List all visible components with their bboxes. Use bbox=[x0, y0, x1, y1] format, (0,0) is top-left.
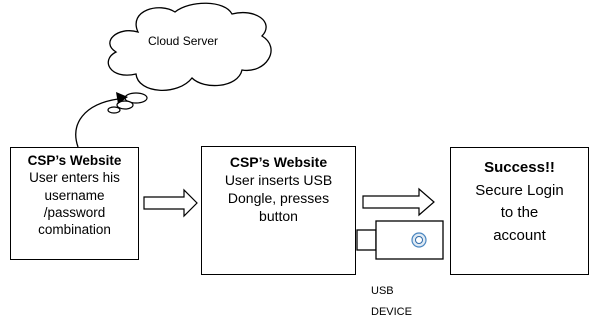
step-title: Success!! bbox=[484, 159, 555, 176]
step-text-line: to the bbox=[500, 204, 539, 221]
step-text-line: /password bbox=[43, 204, 106, 220]
step-text-line: User inserts USB bbox=[224, 171, 333, 188]
connector-arrowhead bbox=[116, 92, 128, 104]
step-box-insert-usb: CSP’s Website User inserts USB Dongle, p… bbox=[201, 146, 356, 275]
arrow-step2-to-step3 bbox=[362, 187, 435, 217]
step-text-line: Secure Login bbox=[475, 181, 564, 199]
step-text-line: account bbox=[493, 226, 546, 244]
usb-plug bbox=[356, 229, 377, 251]
arrow-step1-to-step2 bbox=[143, 188, 198, 218]
step-text-line: username bbox=[44, 187, 105, 203]
usb-device-label: USB bbox=[371, 285, 394, 297]
step-text-line: button bbox=[259, 207, 298, 224]
step-text-line: Dongle, presses bbox=[227, 189, 330, 206]
step-title: CSP’s Website bbox=[229, 154, 328, 170]
step-text-line: User enters his bbox=[29, 170, 120, 186]
usb-body bbox=[375, 220, 444, 260]
cloud-shape bbox=[107, 2, 272, 91]
cloud-server-label: Cloud Server bbox=[148, 34, 219, 48]
thought-bubble-small bbox=[107, 106, 121, 114]
thought-bubble-medium bbox=[116, 100, 134, 110]
connector-curve bbox=[75, 98, 119, 148]
step-title: CSP’s Website bbox=[27, 153, 122, 168]
step-text-line: combination bbox=[38, 222, 111, 238]
usb-button-center bbox=[415, 236, 423, 244]
step-box-success: Success!! Secure Login to the account bbox=[450, 147, 589, 275]
usb-device-label: DEVICE bbox=[371, 306, 412, 318]
step-box-enter-credentials: CSP’s Website User enters his username /… bbox=[10, 147, 139, 260]
usb-device-icon bbox=[356, 220, 444, 260]
